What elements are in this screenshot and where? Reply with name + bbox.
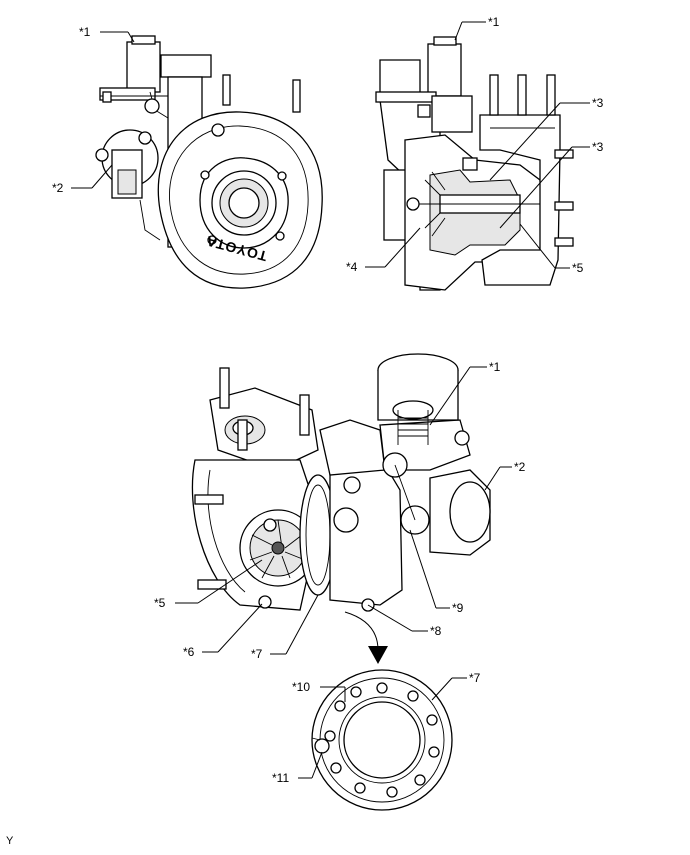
callout-3-b: *3 — [592, 140, 604, 154]
turbocharger-isometric-view — [191, 353, 491, 612]
callout-7-detail: *7 — [469, 671, 481, 685]
callout-8: *8 — [430, 624, 442, 638]
callout-5-iso: *5 — [154, 596, 166, 610]
callout-2-front: *2 — [52, 181, 64, 195]
callout-5-side: *5 — [572, 261, 584, 275]
callout-9: *9 — [452, 601, 464, 615]
turbocharger-front-view: TOYOTA — [95, 35, 323, 289]
callout-1-iso: *1 — [489, 360, 501, 374]
detail-arrow — [344, 611, 388, 664]
callout-3-a: *3 — [592, 96, 604, 110]
figure-code: Y — [6, 835, 14, 847]
callout-4: *4 — [346, 260, 358, 274]
callout-2-iso: *2 — [514, 460, 526, 474]
leader-lines — [71, 21, 590, 779]
callout-1-side: *1 — [488, 15, 500, 29]
callout-1-front: *1 — [79, 25, 91, 39]
callout-6: *6 — [183, 645, 195, 659]
callout-labels: *1 *2 *1 *3 *3 *4 *5 *1 *2 *5 *6 *7 *8 *… — [52, 15, 604, 785]
callout-11: *11 — [272, 771, 289, 785]
callout-10: *10 — [292, 680, 310, 694]
nozzle-ring-detail — [311, 669, 453, 811]
nozzle-vanes — [324, 682, 440, 798]
callout-7-iso: *7 — [251, 647, 263, 661]
turbocharger-side-section-view — [375, 36, 574, 291]
